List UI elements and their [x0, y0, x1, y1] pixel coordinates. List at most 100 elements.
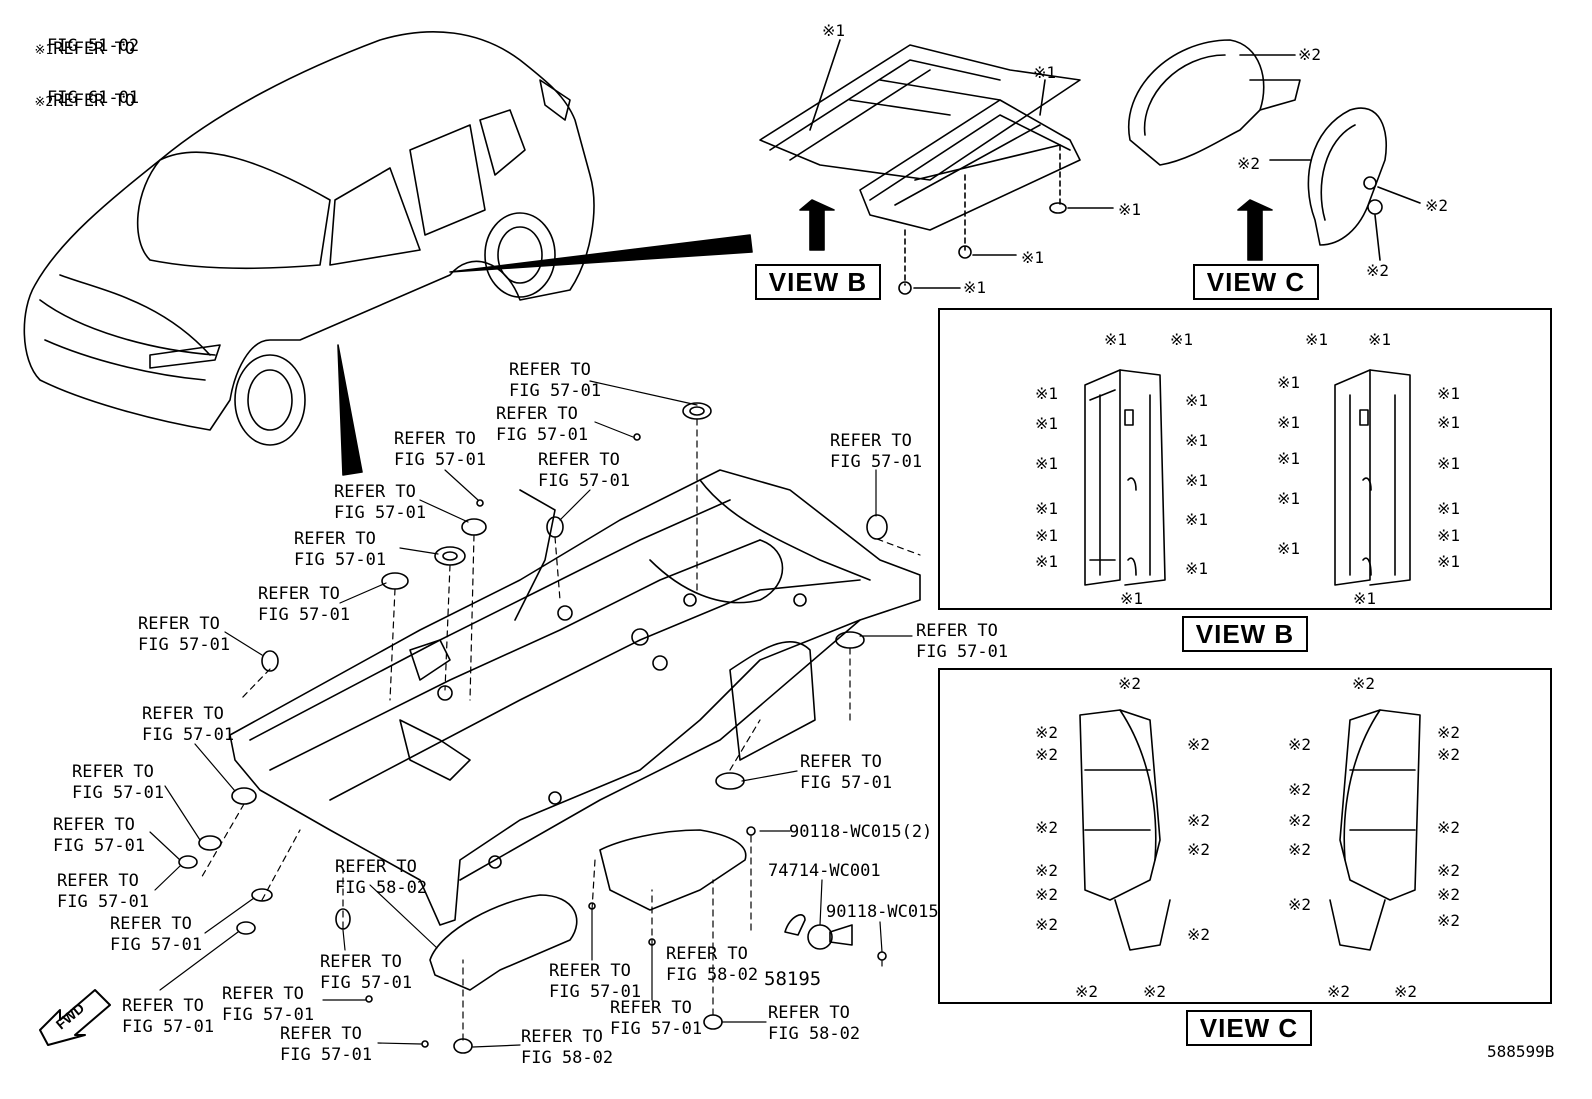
vb-m2: ※1: [1170, 330, 1194, 349]
vc-m1: ※2: [1118, 674, 1142, 693]
vc-m21: ※2: [1437, 745, 1461, 764]
note-1-line1: REFER TO: [53, 39, 136, 59]
ref-label-26: REFER TO FIG 58-02: [768, 1003, 861, 1044]
vc-m16: ※2: [1288, 780, 1312, 799]
note-2-mark: ※2: [34, 95, 54, 110]
fender-liner-assembly: [1127, 39, 1421, 261]
leader-lines: [149, 380, 913, 1048]
ref-label-13: REFER TO FIG 57-01: [72, 762, 165, 803]
vb-m25: ※1: [1437, 499, 1461, 518]
ref-label-2: REFER TO FIG 57-01: [496, 404, 589, 445]
ref-label-10: REFER TO FIG 57-01: [916, 621, 1009, 662]
vb-m15: ※1: [1305, 330, 1329, 349]
vc-m13: ※2: [1143, 982, 1167, 1001]
ref-label-21: REFER TO FIG 57-01: [280, 1024, 373, 1065]
note-2-line2: FIG 61-01: [47, 88, 140, 108]
vc-m17: ※2: [1288, 811, 1312, 830]
vc-m2: ※2: [1035, 723, 1059, 742]
diagram-id: 588599B: [1487, 1042, 1555, 1061]
ref-label-1: REFER TO FIG 57-01: [509, 360, 602, 401]
ref-label-16: REFER TO FIG 57-01: [110, 914, 203, 955]
note-1-line2: FIG 51-02: [47, 36, 140, 56]
mark-clip-3: ※1: [963, 278, 987, 297]
view-b-detail-label: VIEW B: [1182, 616, 1308, 652]
vb-m26: ※1: [1437, 526, 1461, 545]
part-number-4: 58195: [764, 968, 822, 990]
fastener-lines: [199, 418, 921, 1041]
vc-m14: ※2: [1352, 674, 1376, 693]
vb-m11: ※1: [1185, 471, 1209, 490]
vc-m9: ※2: [1187, 811, 1211, 830]
fwd-arrow-icon: [39, 989, 111, 1046]
under-cover-assembly: [759, 39, 1114, 295]
ref-label-14: REFER TO FIG 57-01: [53, 815, 146, 856]
vc-m5: ※2: [1035, 861, 1059, 880]
vc-m27: ※2: [1394, 982, 1418, 1001]
note-2-fig: FIG 61-01: [47, 85, 139, 111]
floor-pan-illustration: [229, 469, 921, 991]
ref-label-12: REFER TO FIG 57-01: [800, 752, 893, 793]
vb-m20: ※1: [1277, 489, 1301, 508]
vc-m18: ※2: [1288, 840, 1312, 859]
part-number-1: 90118-WC015(2): [789, 822, 933, 842]
part-number-2: 74714-WC001: [768, 861, 881, 881]
vb-m5: ※1: [1035, 454, 1059, 473]
vb-m16: ※1: [1368, 330, 1392, 349]
mark-liner-clip-1: ※2: [1425, 196, 1449, 215]
ref-label-23: REFER TO FIG 57-01: [549, 961, 642, 1002]
vb-m17: ※1: [1277, 373, 1301, 392]
ref-label-19: REFER TO FIG 57-01: [122, 996, 215, 1037]
note-2-line1: REFER TO: [53, 91, 136, 111]
ref-label-11: REFER TO FIG 57-01: [142, 704, 235, 745]
ref-label-17: REFER TO FIG 58-02: [335, 857, 428, 898]
view-c-detail-drawing: [1079, 709, 1421, 951]
view-c-detail-box: [938, 668, 1552, 1004]
vc-m10: ※2: [1187, 840, 1211, 859]
floor-pointer: [337, 344, 363, 476]
vb-m27: ※1: [1437, 552, 1461, 571]
ref-label-22: REFER TO FIG 58-02: [521, 1027, 614, 1068]
ref-label-8: REFER TO FIG 57-01: [258, 584, 351, 625]
vc-m8: ※2: [1187, 735, 1211, 754]
note-2: ※2REFER TO: [14, 62, 135, 116]
vc-m19: ※2: [1288, 895, 1312, 914]
mark-liner-clip-2: ※2: [1366, 261, 1390, 280]
vc-m6: ※2: [1035, 885, 1059, 904]
note-1: ※1REFER TO: [14, 10, 135, 64]
vc-m24: ※2: [1437, 885, 1461, 904]
mark-clip-2: ※1: [1021, 248, 1045, 267]
vc-m25: ※2: [1437, 911, 1461, 930]
vc-m7: ※2: [1035, 915, 1059, 934]
ref-label-20: REFER TO FIG 57-01: [222, 984, 315, 1025]
vc-m4: ※2: [1035, 818, 1059, 837]
note-1-fig: FIG 51-02: [47, 33, 139, 59]
view-b-detail-drawing: [1084, 369, 1411, 586]
ref-label-24: REFER TO FIG 58-02: [666, 944, 759, 985]
view-c-label: VIEW C: [1193, 264, 1319, 300]
ref-label-5: REFER TO FIG 57-01: [830, 431, 923, 472]
ref-label-4: REFER TO FIG 57-01: [538, 450, 631, 491]
view-b-detail-box: [938, 308, 1552, 610]
vb-m19: ※1: [1277, 449, 1301, 468]
ref-label-25: REFER TO FIG 57-01: [610, 998, 703, 1039]
mark-clip-1: ※1: [1118, 200, 1142, 219]
vb-m8: ※1: [1035, 552, 1059, 571]
vb-m13: ※1: [1185, 559, 1209, 578]
vb-m14: ※1: [1120, 589, 1144, 608]
ref-label-7: REFER TO FIG 57-01: [294, 529, 387, 570]
vb-m23: ※1: [1437, 413, 1461, 432]
mark-liner-1: ※2: [1298, 45, 1322, 64]
part-number-3: 90118-WC015: [826, 902, 939, 922]
ref-label-18: REFER TO FIG 57-01: [320, 952, 413, 993]
view-b-label: VIEW B: [755, 264, 881, 300]
mark-cover-2: ※1: [1033, 63, 1057, 82]
ref-label-15: REFER TO FIG 57-01: [57, 871, 150, 912]
vc-m20: ※2: [1437, 723, 1461, 742]
ref-label-3: REFER TO FIG 57-01: [394, 429, 487, 470]
vb-m3: ※1: [1035, 384, 1059, 403]
vc-m23: ※2: [1437, 861, 1461, 880]
vb-m9: ※1: [1185, 391, 1209, 410]
vb-m7: ※1: [1035, 526, 1059, 545]
vc-m11: ※2: [1187, 925, 1211, 944]
